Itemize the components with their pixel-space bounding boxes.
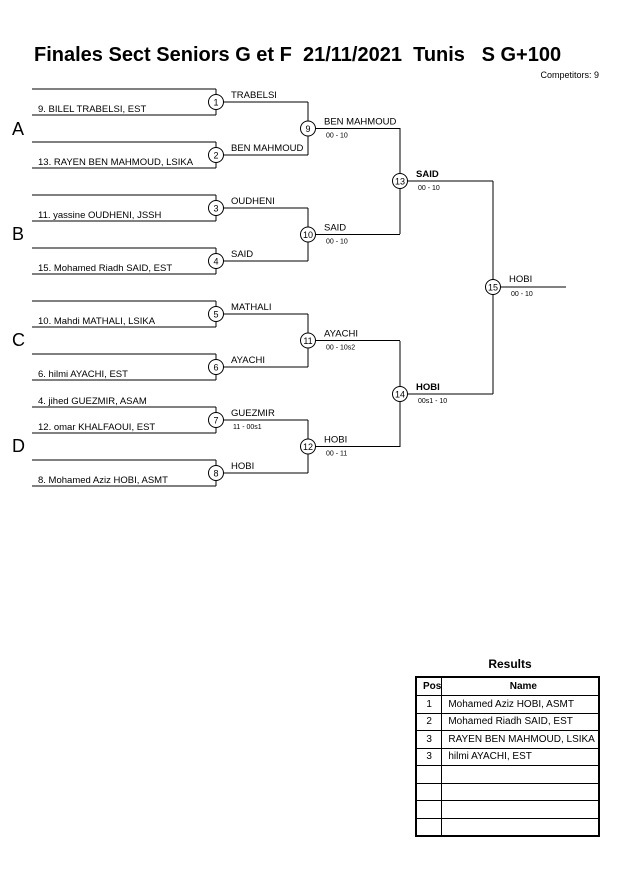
result-name <box>441 765 600 784</box>
match-winner: SAID <box>416 169 439 180</box>
result-pos <box>415 765 443 784</box>
match-number: 10 <box>303 230 313 240</box>
match-number-circle <box>208 306 224 322</box>
match-winner: SAID <box>324 223 346 234</box>
match-number-circle <box>392 386 408 402</box>
match-number-circle <box>300 438 316 455</box>
table-row <box>415 765 600 784</box>
match-number: 14 <box>395 390 405 400</box>
competitor-name: 10. Mahdi MATHALI, LSIKA <box>38 316 156 327</box>
pool-label: D <box>12 436 25 456</box>
match-winner: AYACHI <box>231 355 265 366</box>
result-pos <box>415 782 443 801</box>
match-number: 7 <box>213 416 218 426</box>
competitor-name: 9. BILEL TRABELSI, EST <box>38 104 146 115</box>
match-number: 5 <box>213 310 218 320</box>
result-name <box>441 817 600 837</box>
results-header-pos: Pos <box>415 676 443 696</box>
match-score: 00 - 10 <box>326 133 348 140</box>
match-number: 11 <box>303 336 312 346</box>
match-number-circle <box>392 173 408 189</box>
result-name <box>441 782 600 801</box>
competitor-name: 15. Mohamed Riadh SAID, EST <box>38 263 172 274</box>
result-pos: 2 <box>415 712 443 731</box>
match-winner: HOBI <box>324 435 347 446</box>
result-name: hilmi AYACHI, EST <box>441 747 600 766</box>
match-number: 8 <box>213 469 218 479</box>
match-winner: HOBI <box>416 382 440 393</box>
match-number-circle <box>485 279 501 295</box>
match-number: 3 <box>213 204 218 214</box>
match-score: 00 - 10 <box>418 185 440 192</box>
match-number: 6 <box>213 363 218 373</box>
pool-label: B <box>12 224 24 244</box>
pool-label: C <box>12 330 25 350</box>
result-pos: 1 <box>415 695 443 714</box>
competitor-name: 4. jihed GUEZMIR, ASAM <box>38 396 147 407</box>
results-header-name: Name <box>441 676 600 696</box>
match-number: 13 <box>395 177 405 187</box>
match-number-circle <box>300 332 316 349</box>
results-header-row: Pos Name <box>415 676 600 696</box>
result-pos <box>415 800 443 819</box>
competitors-count: Competitors: 9 <box>540 70 599 80</box>
competitor-name: 6. hilmi AYACHI, EST <box>38 369 128 380</box>
match-number-circle <box>300 120 316 137</box>
match-winner: GUEZMIR <box>231 408 275 419</box>
result-name: RAYEN BEN MAHMOUD, LSIKA <box>441 730 600 749</box>
match-number: 12 <box>303 442 313 452</box>
match-winner: BEN MAHMOUD <box>324 117 396 128</box>
match-winner: HOBI <box>231 461 254 472</box>
result-pos <box>415 817 443 837</box>
match-score: 00 - 10 <box>511 291 533 298</box>
match-winner: SAID <box>231 249 253 260</box>
match-score: 11 - 00s1 <box>233 424 262 431</box>
match-number-circle <box>208 359 224 375</box>
results-title: Results <box>488 657 532 671</box>
match-winner: BEN MAHMOUD <box>231 143 303 154</box>
match-number-circle <box>208 465 224 481</box>
table-row <box>415 782 600 801</box>
match-number-circle <box>300 226 316 243</box>
match-number-circle <box>208 94 224 110</box>
result-pos: 3 <box>415 730 443 749</box>
result-pos: 3 <box>415 747 443 766</box>
result-name: Mohamed Riadh SAID, EST <box>441 712 600 731</box>
competitor-name: 8. Mohamed Aziz HOBI, ASMT <box>38 475 168 486</box>
match-score: 00 - 11 <box>326 451 347 458</box>
competitor-name: 11. yassine OUDHENI, JSSH <box>38 210 162 221</box>
match-number: 1 <box>213 98 218 108</box>
match-winner: OUDHENI <box>231 196 275 207</box>
result-name <box>441 800 600 819</box>
match-number: 9 <box>305 124 310 134</box>
pool-label: A <box>12 119 24 139</box>
match-winner: HOBI <box>509 274 532 285</box>
match-number: 4 <box>213 257 218 267</box>
match-number-circle <box>208 147 224 163</box>
match-number: 15 <box>488 283 498 293</box>
match-number: 2 <box>213 151 218 161</box>
match-winner: MATHALI <box>231 302 271 313</box>
competitor-name: 13. RAYEN BEN MAHMOUD, LSIKA <box>38 157 194 168</box>
competitor-name: 12. omar KHALFAOUI, EST <box>38 422 155 433</box>
result-name: Mohamed Aziz HOBI, ASMT <box>441 695 600 714</box>
match-score: 00 - 10 <box>326 239 348 246</box>
match-number-circle <box>208 200 224 216</box>
match-number-circle <box>208 412 224 428</box>
match-score: 00 - 10s2 <box>326 345 355 352</box>
table-row <box>415 800 600 819</box>
match-score: 00s1 - 10 <box>418 398 447 405</box>
page-title: Finales Sect Seniors G et F 21/11/2021 T… <box>34 44 562 66</box>
match-winner: AYACHI <box>324 329 358 340</box>
table-row <box>415 817 600 837</box>
match-winner: TRABELSI <box>231 90 277 101</box>
match-number-circle <box>208 253 224 269</box>
